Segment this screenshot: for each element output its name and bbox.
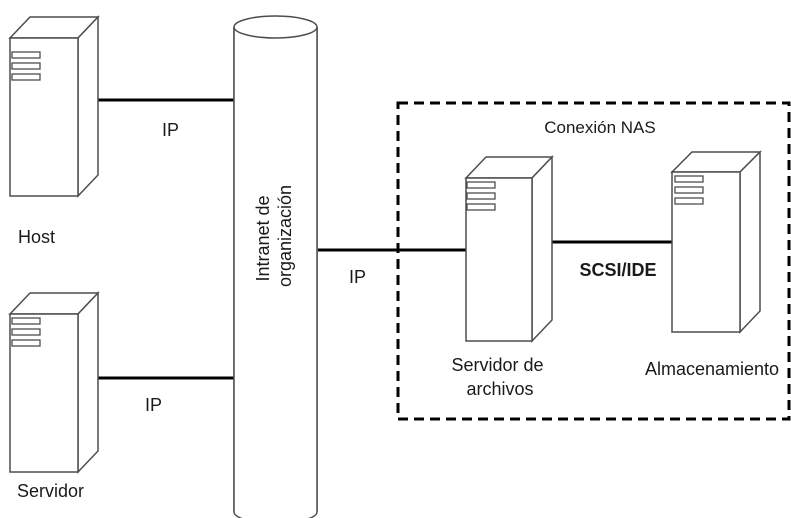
connection-lines xyxy=(97,98,672,380)
host-server-icon xyxy=(8,15,100,198)
intranet-label-line2: organización xyxy=(275,185,295,287)
servidor-server-icon xyxy=(8,291,100,474)
nas-group-box xyxy=(396,101,791,421)
file-server-label-line1: Servidor de xyxy=(451,355,543,375)
file-server-icon xyxy=(464,155,554,343)
intranet-label: Intranet de organización xyxy=(253,185,295,287)
file-server-label: Servidor de archivos xyxy=(451,355,548,399)
scsi-ide-label: SCSI/IDE xyxy=(579,260,656,280)
host-ip-label: IP xyxy=(162,120,179,140)
intranet-cylinder xyxy=(233,15,318,518)
servidor-ip-label: IP xyxy=(145,395,162,415)
storage-label: Almacenamiento xyxy=(645,359,779,379)
storage-server-icon xyxy=(670,150,762,334)
intranet-label-line1: Intranet de xyxy=(253,195,273,281)
servidor-label: Servidor xyxy=(17,481,84,501)
host-label: Host xyxy=(18,227,55,247)
nas-group-label: Conexión NAS xyxy=(544,118,656,137)
intranet-nas-ip-label: IP xyxy=(349,267,366,287)
file-server-label-line2: archivos xyxy=(466,379,533,399)
